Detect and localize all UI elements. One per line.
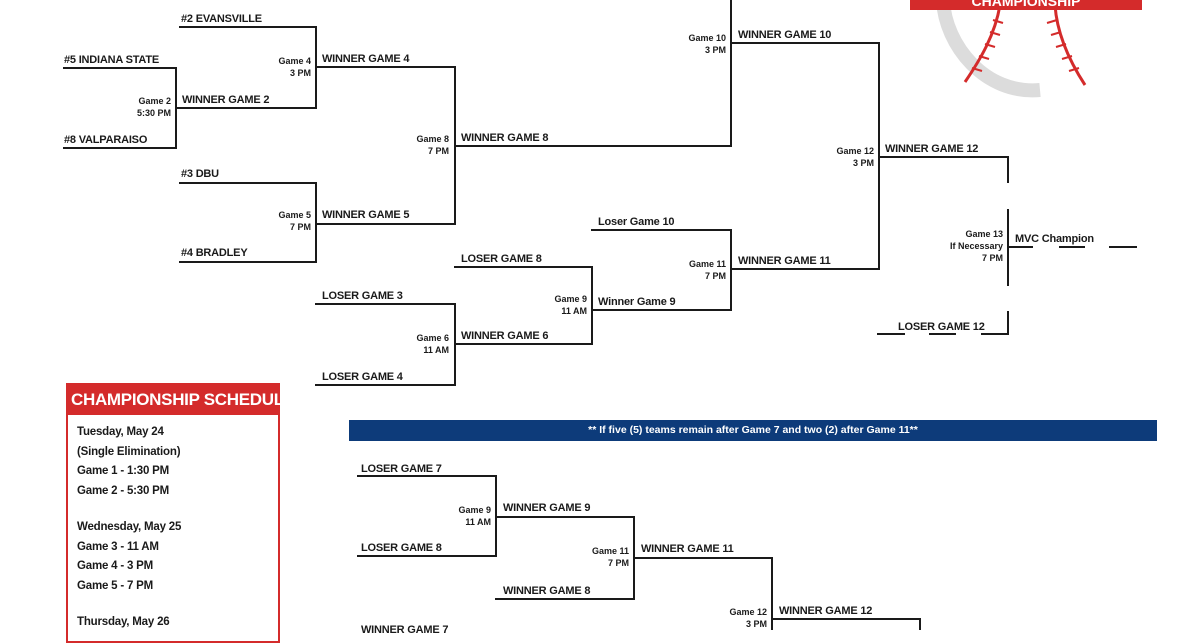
alt-game-11-time: 7 PM (607, 558, 629, 568)
slot-winner-game-12: WINNER GAME 12 (885, 143, 979, 155)
five-teams-notice: ** If five (5) teams remain after Game 7… (349, 420, 1157, 441)
game-6-time: 11 AM (423, 345, 449, 355)
alt-game-12-time: 3 PM (745, 619, 767, 629)
game-8-time: 7 PM (427, 146, 449, 156)
alt-slot-loser-game-7: LOSER GAME 7 (361, 463, 442, 475)
game-8-name: Game 8 (416, 134, 449, 144)
alt-game-9-time: 11 AM (465, 517, 491, 527)
game-10-info: Game 10 3 PM (688, 32, 726, 56)
game-12-name: Game 12 (836, 146, 874, 156)
team-label-bradley: #4 BRADLEY (181, 247, 248, 259)
game-10-time: 3 PM (704, 45, 726, 55)
game-11-time: 7 PM (704, 271, 726, 281)
game-5-time: 7 PM (289, 222, 311, 232)
slot-winner-game-2: WINNER GAME 2 (182, 94, 270, 106)
game-4-time: 3 PM (289, 68, 311, 78)
bracket-lines (63, 0, 1137, 630)
slot-winner-game-11: WINNER GAME 11 (738, 255, 831, 267)
game-11-info: Game 11 7 PM (689, 258, 726, 282)
alt-slot-winner-game-11: WINNER GAME 11 (641, 543, 734, 555)
game-13-time: 7 PM (981, 253, 1003, 263)
slot-loser-game-12: LOSER GAME 12 (898, 321, 985, 333)
slot-loser-game-3: LOSER GAME 3 (322, 290, 403, 302)
team-label-valparaiso: #8 VALPARAISO (64, 134, 148, 146)
alt-slot-winner-game-8: WINNER GAME 8 (503, 585, 591, 597)
alt-game-12-name: Game 12 (729, 607, 767, 617)
game-9-time: 11 AM (561, 306, 587, 316)
logo-banner: CHAMPIONSHIP (910, 0, 1142, 10)
slot-mvc-champion: MVC Champion (1015, 233, 1094, 245)
game-8-info: Game 8 7 PM (416, 133, 449, 157)
game-5-name: Game 5 (278, 210, 311, 220)
schedule-spacer (77, 596, 278, 613)
slot-winner-game-6: WINNER GAME 6 (461, 330, 549, 342)
slot-winner-game-5: WINNER GAME 5 (322, 209, 410, 221)
alt-slot-winner-game-7: WINNER GAME 7 (361, 624, 449, 636)
game-13-note: If Necessary (949, 241, 1003, 251)
alt-game-9-name: Game 9 (458, 505, 491, 515)
schedule-list: Tuesday, May 24 (Single Elimination) Gam… (68, 415, 278, 633)
alt-slot-winner-game-9: WINNER GAME 9 (503, 502, 591, 514)
slot-winner-game-10: WINNER GAME 10 (738, 29, 832, 41)
slot-winner-game-4: WINNER GAME 4 (322, 53, 410, 65)
team-label-dbu: #3 DBU (181, 168, 219, 180)
schedule-line: (Single Elimination) (77, 445, 181, 458)
schedule-line: Game 5 - 7 PM (77, 579, 154, 592)
alt-game-9-info: Game 9 11 AM (458, 504, 491, 528)
game-12-info: Game 12 3 PM (836, 145, 874, 169)
schedule-line: Game 2 - 5:30 PM (77, 484, 170, 497)
schedule-line: Game 4 - 3 PM (77, 560, 154, 572)
game-4-name: Game 4 (278, 56, 311, 66)
baseball-logo (905, 0, 1145, 100)
slot-loser-game-4: LOSER GAME 4 (322, 371, 403, 383)
slot-winner-game-9: Winner Game 9 (598, 296, 676, 308)
schedule-line: Game 1 - 1:30 PM (77, 465, 170, 477)
game-9-name: Game 9 (554, 294, 587, 304)
slot-loser-game-10: Loser Game 10 (598, 216, 675, 228)
game-11-name: Game 11 (688, 259, 726, 269)
slot-loser-game-8: LOSER GAME 8 (461, 253, 542, 265)
schedule-title: CHAMPIONSHIP SCHEDULE (68, 385, 295, 415)
game-13-name: Game 13 (965, 229, 1003, 239)
schedule-line: Tuesday, May 24 (77, 426, 164, 438)
game-9-info: Game 9 11 AM (554, 293, 587, 317)
alt-game-11-name: Game 11 (591, 546, 629, 556)
team-label-indiana-state: #5 INDIANA STATE (64, 54, 159, 66)
slot-winner-game-8: WINNER GAME 8 (461, 132, 549, 144)
game-5-info: Game 5 7 PM (278, 209, 311, 233)
game-4-info: Game 4 3 PM (278, 55, 311, 79)
game-2-time: 5:30 PM (136, 108, 171, 118)
alt-slot-loser-game-8: LOSER GAME 8 (361, 542, 442, 554)
alt-game-11-info: Game 11 7 PM (592, 545, 629, 569)
game-12-time: 3 PM (852, 158, 874, 168)
schedule-line: Wednesday, May 25 (77, 521, 182, 533)
game-2-name: Game 2 (138, 96, 171, 106)
team-label-evansville: #2 EVANSVILLE (181, 13, 262, 25)
game-6-name: Game 6 (416, 333, 449, 343)
game-10-name: Game 10 (688, 33, 726, 43)
schedule-line: Game 3 - 11 AM (77, 540, 159, 553)
game-6-info: Game 6 11 AM (416, 332, 449, 356)
game-13-info: Game 13 If Necessary 7 PM (950, 228, 1003, 264)
championship-schedule: CHAMPIONSHIP SCHEDULE Tuesday, May 24 (S… (66, 383, 295, 643)
schedule-line: Thursday, May 26 (77, 616, 170, 628)
alt-slot-winner-game-12: WINNER GAME 12 (779, 605, 873, 617)
baseball-icon (936, 0, 1087, 98)
alt-game-12-info: Game 12 3 PM (729, 606, 767, 630)
game-2-info: Game 2 5:30 PM (137, 95, 171, 119)
schedule-spacer (77, 501, 278, 518)
